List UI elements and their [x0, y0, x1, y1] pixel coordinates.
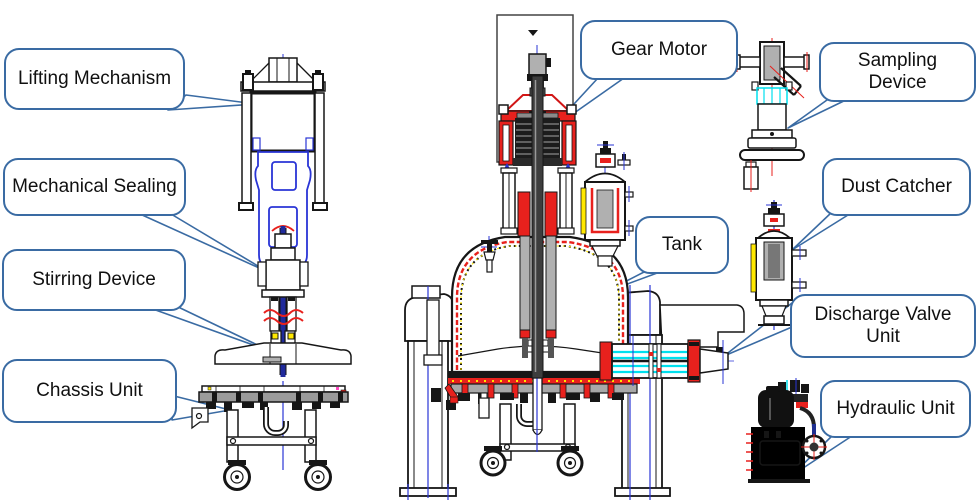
- hydraulic-motor: [758, 390, 794, 428]
- dome-valve: [481, 236, 498, 273]
- leader-stirring-device: [149, 304, 271, 352]
- machine-inner-chassis: [478, 376, 584, 477]
- callout-label: Lifting Mechanism: [17, 68, 172, 90]
- callout-stirring-device: Stirring Device: [2, 249, 186, 311]
- hydraulic-unit-drawing: [746, 378, 827, 483]
- main-machine-drawing: [399, 14, 745, 500]
- callout-label: Hydraulic Unit: [836, 398, 955, 420]
- chassis-unit-drawing: [191, 381, 349, 491]
- caster-wheel: [304, 460, 332, 491]
- caster-wheel: [556, 446, 584, 477]
- callout-label: Mechanical Sealing: [12, 176, 177, 198]
- caster-wheel: [479, 446, 507, 477]
- callout-sampling-device: Sampling Device: [819, 42, 976, 102]
- callout-label: Stirring Device: [32, 269, 156, 291]
- tank-red-lining: [455, 240, 625, 370]
- callout-label: Gear Motor: [610, 39, 708, 61]
- callout-label: Discharge Valve Unit: [814, 304, 952, 347]
- dust-catcher-drawing: [750, 200, 807, 330]
- left-support-leg: [399, 285, 457, 500]
- agitator-shaft: [531, 75, 544, 379]
- discharge-valve-drawing: [599, 336, 734, 386]
- callout-gear-motor: Gear Motor: [580, 20, 738, 80]
- callout-chassis-unit: Chassis Unit: [2, 359, 177, 423]
- caster-wheel: [223, 460, 251, 491]
- leader-dust-catcher: [791, 209, 857, 251]
- callout-label: Tank: [661, 234, 703, 256]
- seal-housing: [265, 259, 301, 291]
- callout-label: Dust Catcher: [841, 176, 952, 198]
- callout-dust-catcher: Dust Catcher: [822, 158, 971, 216]
- callout-tank: Tank: [635, 216, 729, 274]
- mechanical-sealing-stirrer-drawing: [214, 225, 352, 377]
- shaft-break-symbol: [263, 309, 304, 317]
- stirrer-blade: [214, 342, 352, 365]
- callout-lifting-mechanism: Lifting Mechanism: [4, 48, 185, 110]
- callout-mechanical-sealing: Mechanical Sealing: [3, 158, 186, 216]
- mounted-dust-catcher: [580, 141, 634, 267]
- lifting-frame: [249, 91, 317, 153]
- leader-sampling-device: [787, 97, 851, 129]
- gear-motor-drawing: [498, 45, 577, 379]
- callout-label: Chassis Unit: [36, 380, 143, 402]
- callout-discharge-valve-unit: Discharge Valve Unit: [790, 294, 976, 358]
- lifting-mechanism-drawing: [238, 54, 328, 277]
- sampling-device-drawing: [734, 38, 810, 192]
- chassis-platform: [198, 391, 349, 403]
- callout-label: Sampling Device: [857, 50, 938, 93]
- callout-hydraulic-unit: Hydraulic Unit: [820, 380, 971, 438]
